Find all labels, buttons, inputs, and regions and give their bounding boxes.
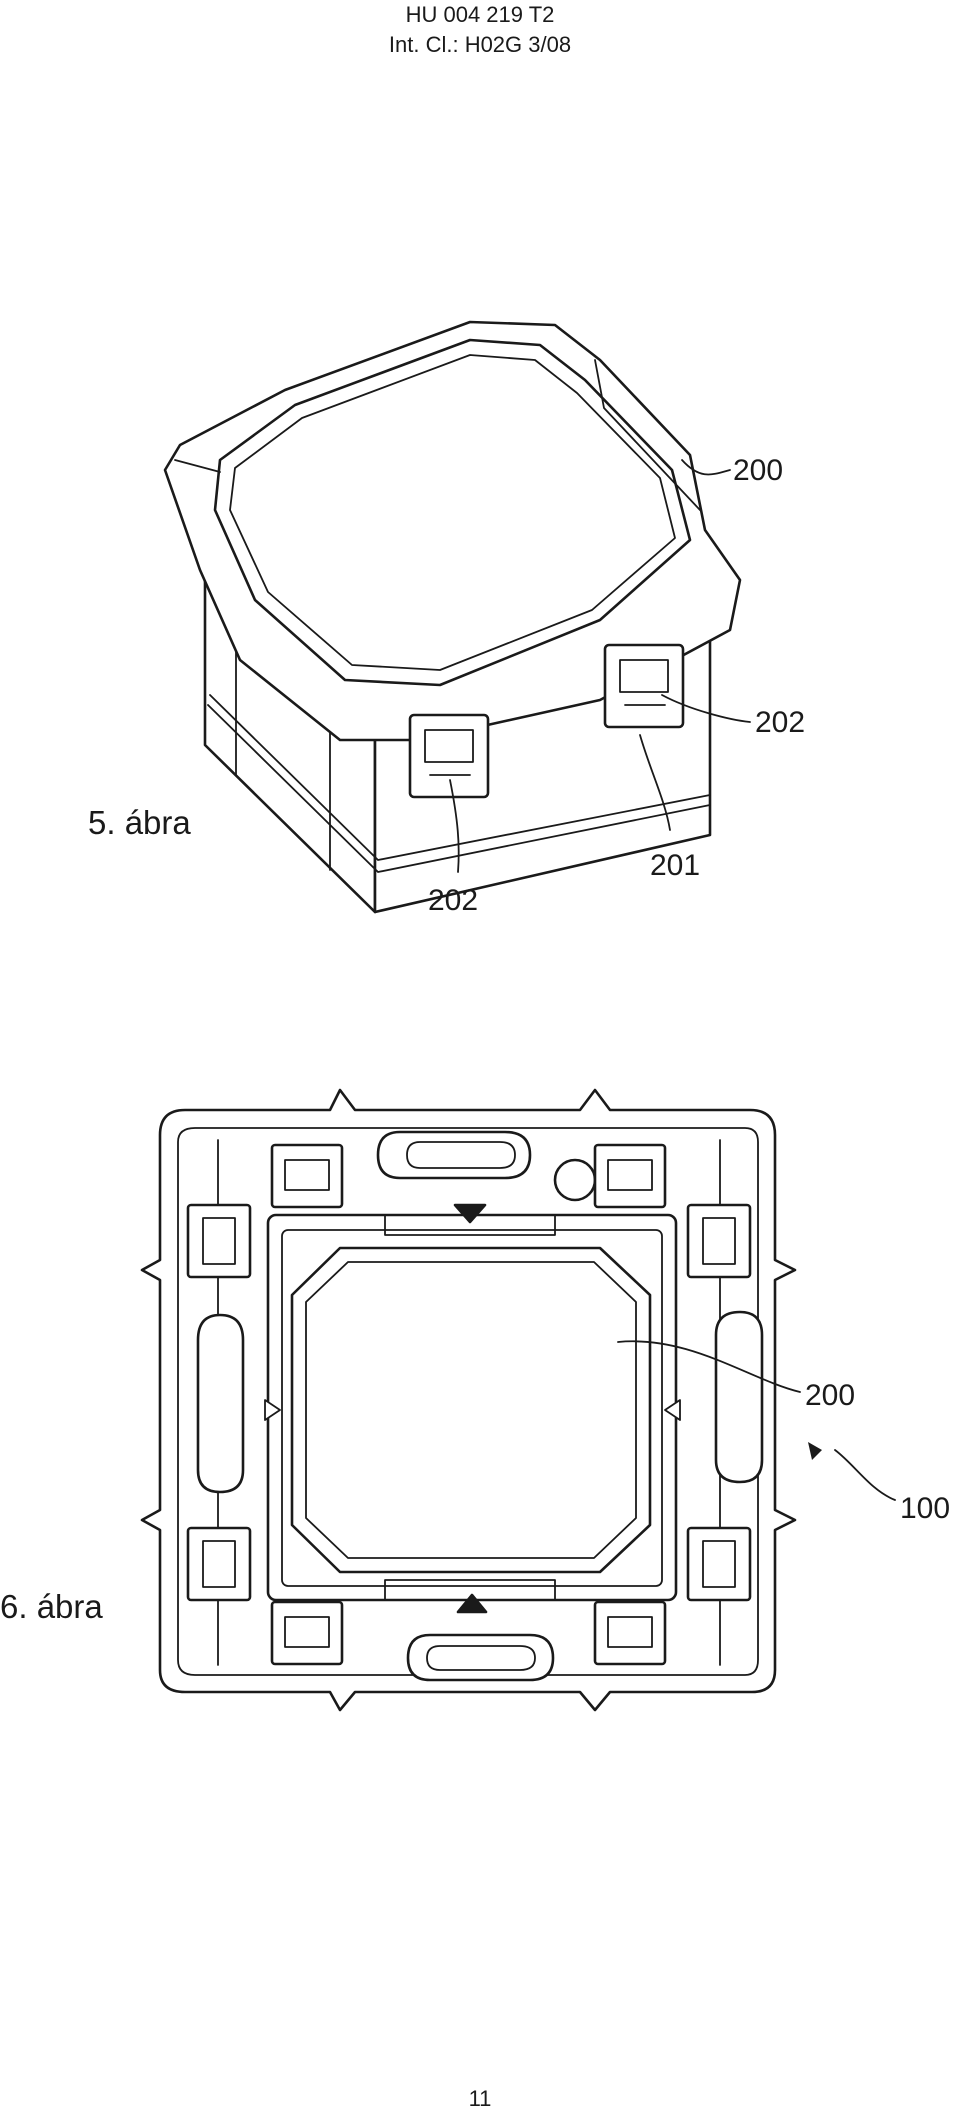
page-header: HU 004 219 T2 Int. Cl.: H02G 3/08 — [0, 0, 960, 60]
page-number: 11 — [468, 2086, 492, 2111]
top-flange — [163, 320, 742, 742]
leader-lines-fig6 — [617, 1340, 896, 1501]
clips — [408, 643, 685, 799]
ref-200-fig6: 200 — [805, 1379, 855, 1412]
figure-6-drawing: 200 100 — [140, 1088, 950, 1712]
ref-201-fig5: 201 — [650, 849, 700, 882]
leader-lines — [449, 459, 751, 873]
frame-clips — [186, 1143, 752, 1666]
patent-number: HU 004 219 T2 — [405, 2, 555, 27]
ref-202-left-fig5: 202 — [428, 884, 478, 917]
slot-holes — [196, 1130, 764, 1682]
ref-100-fig6: 100 — [900, 1492, 950, 1525]
insert-200 — [264, 1203, 681, 1614]
classification: Int. Cl.: H02G 3/08 — [388, 32, 572, 57]
figure-5-label: 5. ábra — [88, 804, 191, 841]
figure-5-drawing: 200 202 202 201 — [163, 320, 805, 917]
ref-200-fig5: 200 — [733, 454, 783, 487]
ref-202-right-fig5: 202 — [755, 706, 805, 739]
figure-6-label: 6. ábra — [0, 1588, 103, 1625]
